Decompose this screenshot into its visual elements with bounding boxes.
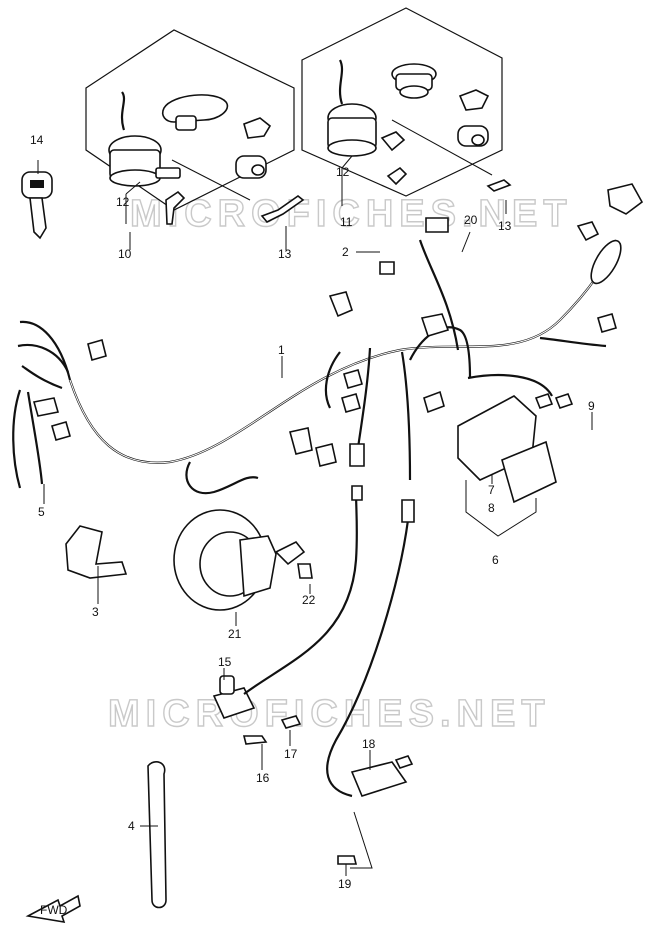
callout-1: 1 bbox=[278, 343, 285, 357]
callout-9: 9 bbox=[588, 399, 595, 413]
regulator-cdi-unit bbox=[457, 395, 557, 537]
steering-lock-kit-box bbox=[301, 7, 512, 197]
callout-8: 8 bbox=[488, 501, 495, 515]
switch bbox=[212, 485, 363, 745]
callout-18: 18 bbox=[362, 737, 376, 751]
horn bbox=[173, 509, 313, 611]
callout-10: 10 bbox=[118, 247, 132, 261]
callout-labels: 14 12 10 13 12 11 13 20 2 1 9 5 7 8 6 3 … bbox=[30, 133, 595, 891]
watermark-top: MICROFICHES.NET bbox=[130, 193, 573, 235]
callout-12-left: 12 bbox=[116, 195, 130, 209]
callout-22: 22 bbox=[302, 593, 316, 607]
callout-19: 19 bbox=[338, 877, 352, 891]
callout-2: 2 bbox=[342, 245, 349, 259]
callout-7: 7 bbox=[488, 483, 495, 497]
callout-14: 14 bbox=[30, 133, 44, 147]
fwd-label: FWD bbox=[40, 903, 68, 917]
callout-12-right: 12 bbox=[336, 165, 350, 179]
leader-lines bbox=[37, 155, 593, 876]
callout-21: 21 bbox=[228, 627, 242, 641]
watermark-bottom: MICROFICHES.NET bbox=[108, 693, 551, 735]
callout-4: 4 bbox=[128, 819, 135, 833]
callout-17: 17 bbox=[284, 747, 298, 761]
callout-20: 20 bbox=[464, 213, 478, 227]
callout-13-right: 13 bbox=[498, 219, 512, 233]
fwd-arrow: FWD bbox=[25, 894, 81, 924]
callout-16: 16 bbox=[256, 771, 270, 785]
bracket bbox=[65, 525, 128, 579]
callout-3: 3 bbox=[92, 605, 99, 619]
callout-13-left: 13 bbox=[278, 247, 292, 261]
sub-harness bbox=[12, 320, 107, 489]
main-wiring-harness bbox=[68, 183, 644, 495]
callout-11: 11 bbox=[340, 215, 353, 229]
callout-5: 5 bbox=[38, 505, 45, 519]
key bbox=[21, 171, 53, 240]
sensor bbox=[326, 499, 415, 865]
callout-15: 15 bbox=[218, 655, 232, 669]
clamp-band bbox=[147, 761, 167, 909]
callout-6: 6 bbox=[492, 553, 499, 567]
